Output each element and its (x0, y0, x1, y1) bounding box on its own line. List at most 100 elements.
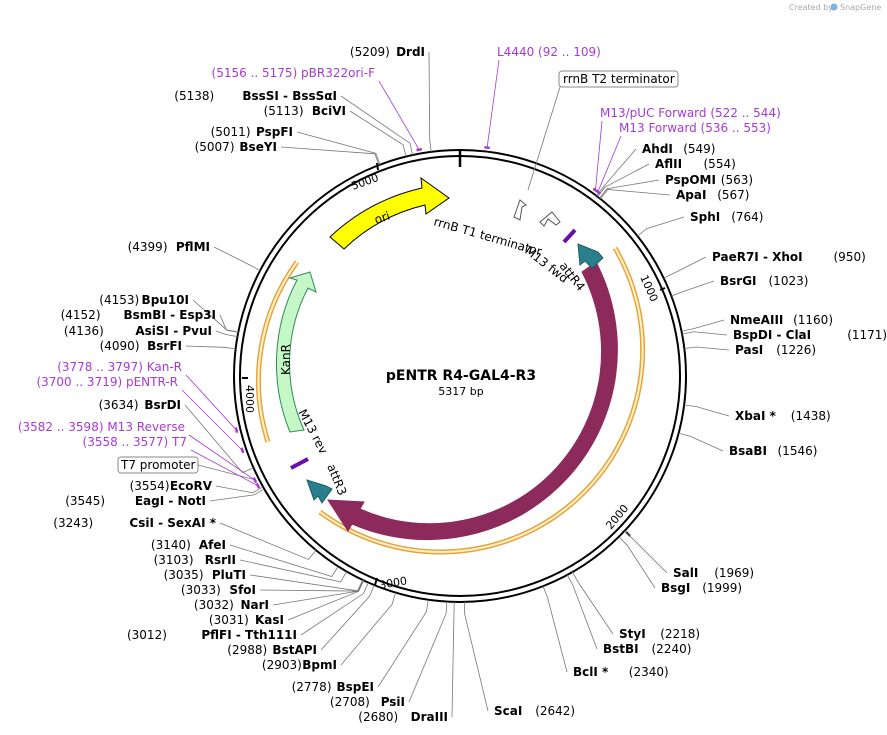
site-position: (1226) (776, 343, 816, 357)
leader-line (596, 148, 637, 197)
primer-m13fwdp[interactable]: M13 Forward (536 .. 553) (594, 121, 771, 195)
site-asisi[interactable]: (4136)AsiSI - PvuI (64, 324, 238, 338)
kanr-feature[interactable] (275, 271, 317, 433)
site-position: (2340) (629, 665, 669, 679)
site-pspomi[interactable]: (563)PspOMI (599, 173, 754, 199)
site-psii[interactable]: (2708)PsiI (330, 601, 448, 709)
site-pluti[interactable]: (3035)PluTI (164, 568, 364, 592)
attr3-feature[interactable] (306, 479, 333, 504)
site-draiii[interactable]: (2680)DraIII (358, 601, 455, 724)
primer-m13rev_p[interactable]: (3582 .. 3598) M13 Reverse (18, 420, 258, 484)
attr4-feature[interactable] (577, 243, 604, 269)
kanr-label: KanR (279, 344, 293, 375)
primer-l4440[interactable]: L4440 (92 .. 109) (484, 45, 601, 150)
site-csii[interactable]: (3243)CsiI - SexAI * (53, 516, 317, 560)
gal4-label: GAL4 (563, 496, 597, 527)
site-sphi[interactable]: (764)SphI (637, 210, 763, 237)
site-styi[interactable]: (2218)StyI (572, 571, 700, 641)
site-bseyi[interactable]: (5007)BseYI (195, 140, 380, 166)
site-name: PspOMI (665, 173, 716, 187)
site-bstapi[interactable]: (2988)BstAPI (227, 584, 375, 657)
leader-line (219, 522, 317, 560)
site-pasi[interactable]: (1226)PasI (684, 343, 816, 357)
site-position: (5113) (264, 104, 304, 118)
snapgene-logo-icon (830, 3, 838, 11)
site-bsabi[interactable]: (1546)BsaBI (678, 432, 818, 458)
primer-t7_p[interactable]: (3558 .. 3577) T7 (83, 435, 261, 489)
site-name: BsrFI (147, 339, 182, 353)
site-name: BsrDI (144, 398, 181, 412)
leader-line (600, 189, 671, 200)
site-bsssi[interactable]: (5138)BssSI - BssSαI (174, 89, 413, 156)
credit: Created by SnapGene (789, 3, 881, 12)
site-bspdi[interactable]: (1171)BspDI - ClaI (681, 328, 887, 342)
site-nmeaiii[interactable]: (1160)NmeAIII (681, 313, 833, 332)
site-bpmi[interactable]: (2903)BpmI (262, 592, 396, 672)
site-xbai[interactable]: (1438)XbaI * (684, 404, 831, 423)
primer-kanr_p[interactable]: (3778 .. 3797) Kan-R (57, 360, 239, 433)
site-position: (3243) (53, 516, 93, 530)
primer-label: (3700 .. 3719) pENTR-R (36, 375, 178, 389)
site-pspfi[interactable]: (5011)PspFI (211, 125, 381, 165)
site-bsgi[interactable]: (1999)BsgI (618, 536, 742, 595)
site-bspei[interactable]: (2778)BspEI (292, 599, 429, 694)
site-sali[interactable]: (1969)SalI (624, 530, 754, 580)
site-name: SphI (690, 210, 720, 224)
rrnbt2-label[interactable]: rrnB T2 terminator (563, 72, 675, 86)
site-name: NmeAIII (730, 313, 783, 327)
leader-line (618, 536, 656, 589)
site-position: (2240) (652, 642, 692, 656)
site-name: RsrII (205, 553, 236, 567)
site-name: BseYI (239, 140, 277, 154)
site-bcli[interactable]: (2340)BclI * (542, 586, 669, 679)
primer-leader-line (378, 80, 420, 150)
site-aflii[interactable]: (554)AflII (597, 157, 736, 197)
site-rsrii[interactable]: (3103)RsrII (154, 553, 348, 583)
leader-line (684, 346, 730, 351)
site-drdi[interactable]: (5209) DrdI (350, 45, 432, 152)
site-bsmbi[interactable]: (4152) BsmBI - Esp3I (61, 308, 239, 333)
site-eagi[interactable]: (3545)EagI - NotI (65, 488, 265, 508)
site-name: PflFI - Tth111I (201, 628, 297, 642)
site-apai[interactable]: (567)ApaI (600, 188, 749, 202)
site-position: (4152) (61, 308, 101, 322)
leader-line (684, 404, 730, 417)
m13fwd-feature[interactable] (562, 228, 577, 244)
site-ahdi[interactable]: (549)AhdI (596, 142, 716, 197)
site-name: DrdI (396, 45, 425, 59)
primer-pbr322[interactable]: (5156 .. 5175) pBR322ori-F (212, 66, 423, 152)
site-ecorv[interactable]: (3554)EcoRV (130, 479, 264, 494)
site-pflmi[interactable]: (4399)PflMI (128, 240, 261, 271)
site-afei[interactable]: (3140)AfeI (151, 538, 339, 577)
site-paer7i[interactable]: (950)PaeR7I - XhoI (663, 250, 866, 279)
leader-line (287, 580, 365, 621)
site-bsrgi[interactable]: (1023)BsrGI (671, 274, 808, 297)
primer-pentr_p[interactable]: (3700 .. 3719) pENTR-R (36, 375, 245, 454)
rrnbt1-feature[interactable] (539, 211, 561, 227)
m13rev-feature[interactable] (290, 457, 309, 470)
rrnbt2-feature[interactable] (513, 199, 527, 221)
site-pflfi[interactable]: (3012)PflFI - Tth111I (127, 582, 369, 642)
primer-mark (484, 146, 490, 150)
site-name: BsmBI - Esp3I (124, 308, 216, 322)
site-position: (4399) (128, 240, 168, 254)
primer-leader-line (190, 449, 259, 487)
primer-leader-line (486, 59, 500, 148)
site-position: (5209) (350, 45, 390, 59)
site-bstbi[interactable]: (2240)BstBI (566, 574, 692, 656)
t7prom-label[interactable]: T7 promoter (120, 458, 196, 472)
site-position: (2778) (292, 680, 332, 694)
site-name: PluTI (212, 568, 246, 582)
leader-line (671, 280, 715, 297)
site-bsrfi[interactable]: (4090)BsrFI (100, 339, 236, 353)
site-name: KasI (255, 613, 284, 627)
site-bsrdi[interactable]: (3634)BsrDI (99, 398, 254, 474)
site-bcivi[interactable]: (5113)BciVI (264, 104, 407, 157)
site-scai[interactable]: (2642)ScaI (464, 601, 575, 718)
site-kasi[interactable]: (3031)KasI (209, 580, 365, 627)
m13rev-label: M13 rev (295, 407, 330, 456)
primer-label: M13 Forward (536 .. 553) (619, 121, 771, 135)
gal4-feature[interactable] (327, 261, 618, 541)
ori-feature[interactable] (329, 176, 450, 250)
